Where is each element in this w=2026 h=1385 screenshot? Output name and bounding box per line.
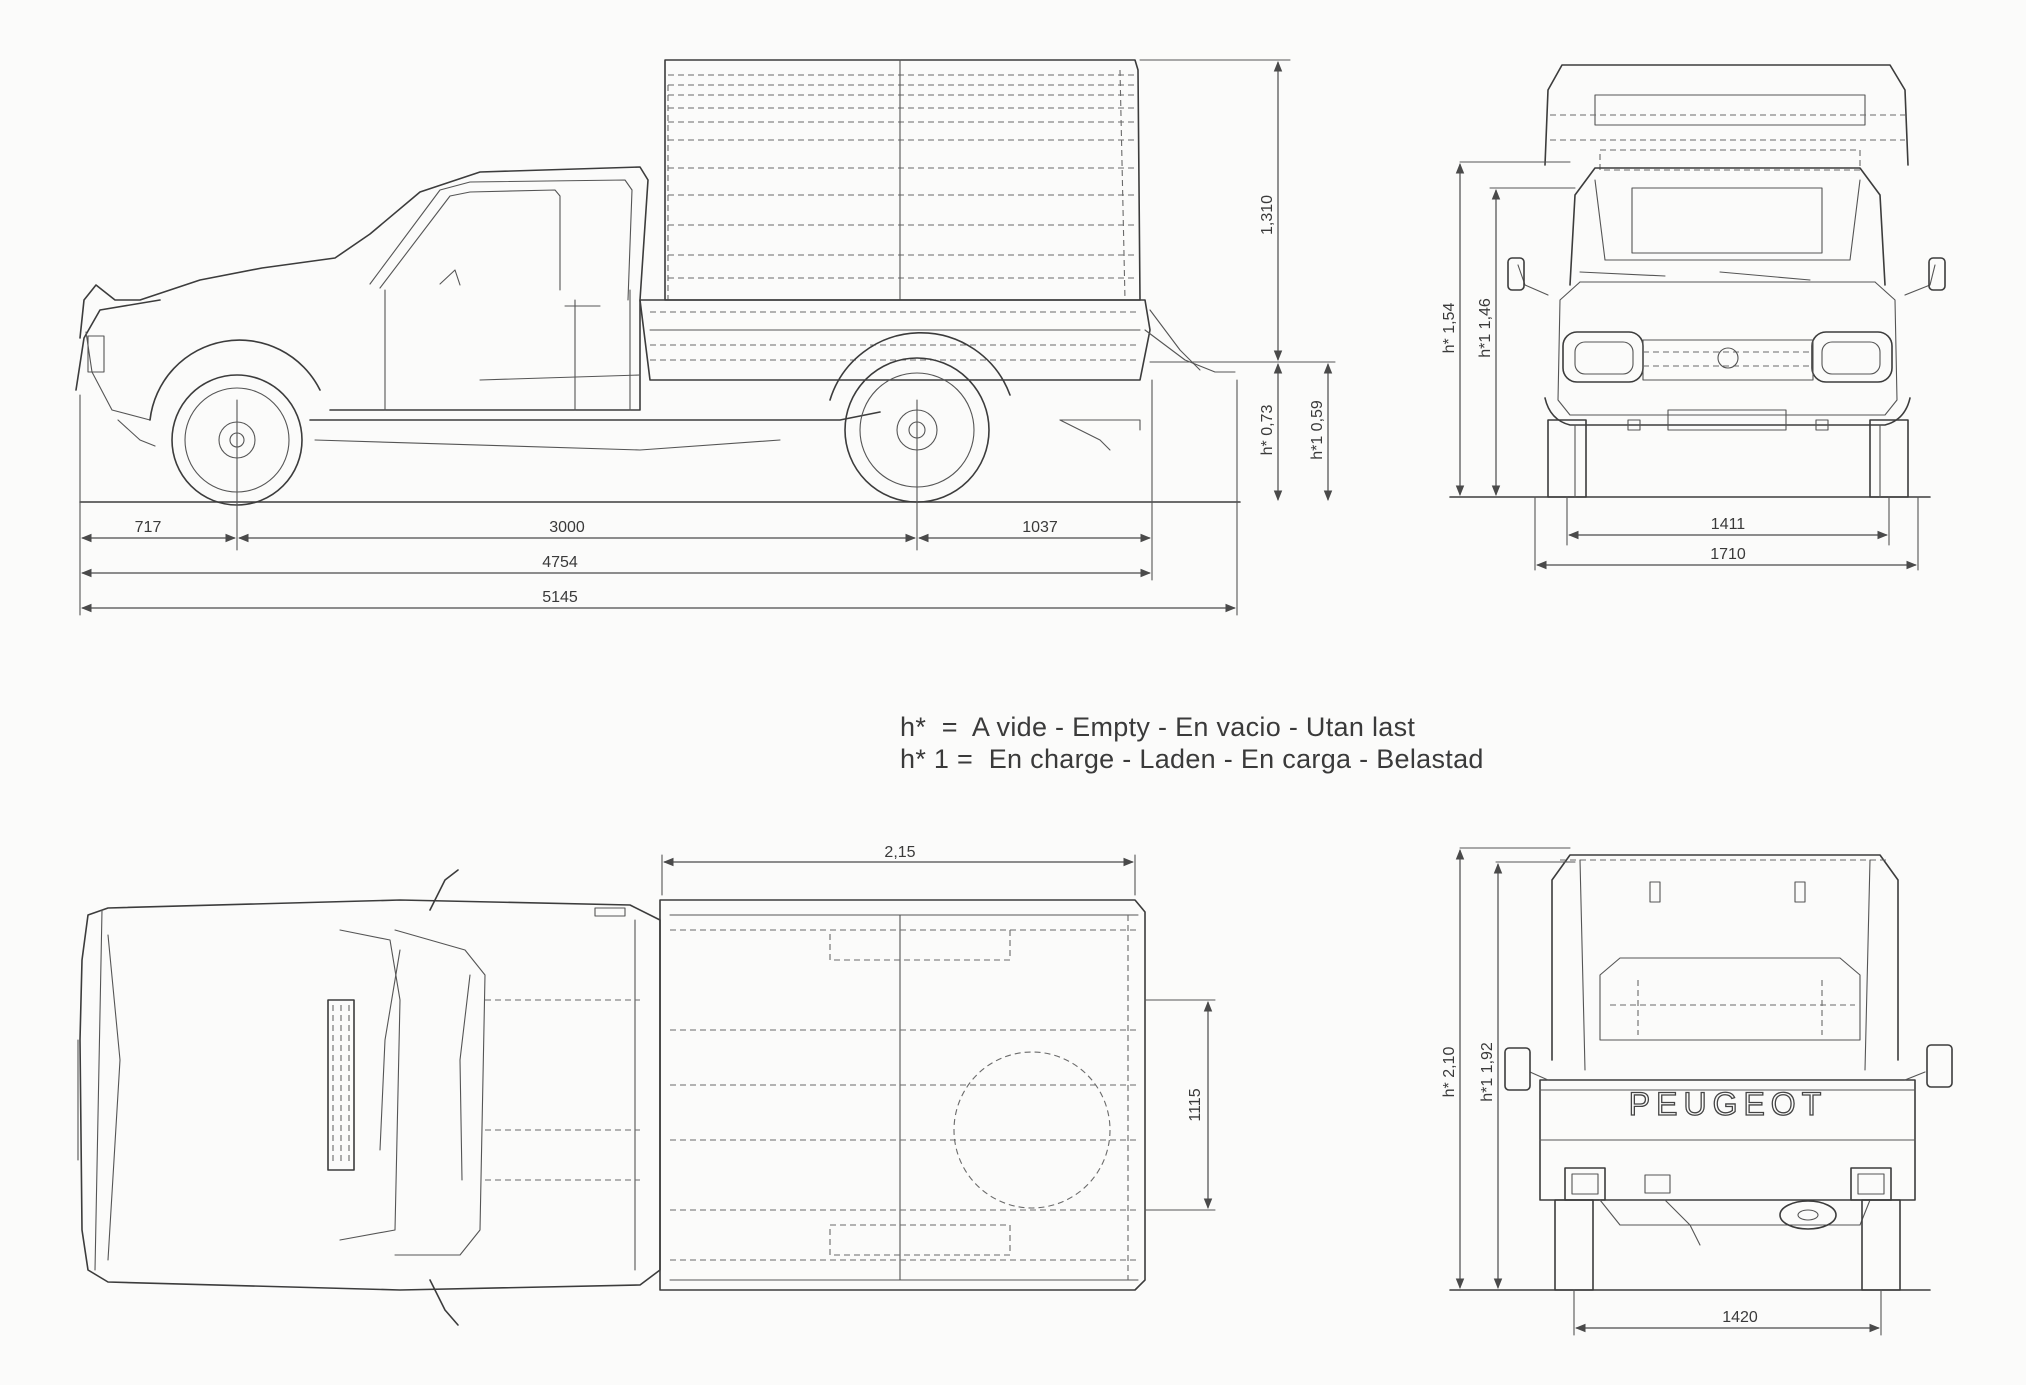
dim-bed-width: 1115: [1187, 1088, 1204, 1121]
dim-rear-track: 1420: [1722, 1309, 1758, 1326]
side-canopy: [664, 59, 1141, 301]
dim-front-track: 1411: [1711, 516, 1746, 533]
dim-laden-sill-height: h*1 0,59: [1309, 400, 1326, 460]
dim-empty-sill-height: h* 0,73: [1259, 405, 1276, 456]
side-rear-wheel: [829, 332, 1111, 503]
dim-canopy-height: 1,310: [1259, 195, 1276, 235]
front-dimensions: h* 1,54 h*1 1,46 1411 1710: [1441, 161, 1919, 571]
side-bed: [639, 299, 1236, 381]
dim-laden-total-height: h*1 1,92: [1479, 1042, 1496, 1102]
dim-overall-width: 1710: [1710, 546, 1746, 563]
dim-wheelbase: 3000: [549, 519, 585, 536]
dim-chassis-length: 4754: [542, 554, 578, 571]
legend-empty: h* = A vide - Empty - En vacio - Utan la…: [900, 712, 1416, 742]
top-dimensions: 2,15 1115: [661, 844, 1216, 1211]
rear-view: PEUGEOT: [1449, 854, 1953, 1291]
side-cab: [75, 166, 1141, 451]
rear-dimensions: h* 2,10 h*1 1,92 1420: [1441, 847, 1882, 1336]
dim-empty-cab-height: h* 1,54: [1441, 303, 1458, 354]
front-view: [1449, 64, 1946, 498]
legend-laden: h* 1 = En charge - Laden - En carga - Be…: [900, 744, 1484, 774]
dim-front-overhang: 717: [135, 519, 162, 536]
side-front-wheel: [149, 339, 321, 506]
dim-empty-total-height: h* 2,10: [1441, 1047, 1458, 1098]
rear-peugeot-logo: PEUGEOT: [1629, 1086, 1827, 1122]
dim-canopy-length: 2,15: [884, 844, 915, 861]
side-dimensions: 717 3000 1037 4754 5145 1,310 h* 0,73 h*…: [79, 59, 1336, 616]
dim-laden-cab-height: h*1 1,46: [1477, 298, 1494, 358]
dim-rear-overhang: 1037: [1022, 519, 1058, 536]
dim-overall-length: 5145: [542, 589, 578, 606]
side-view: [75, 59, 1241, 506]
top-view: [77, 869, 1146, 1326]
